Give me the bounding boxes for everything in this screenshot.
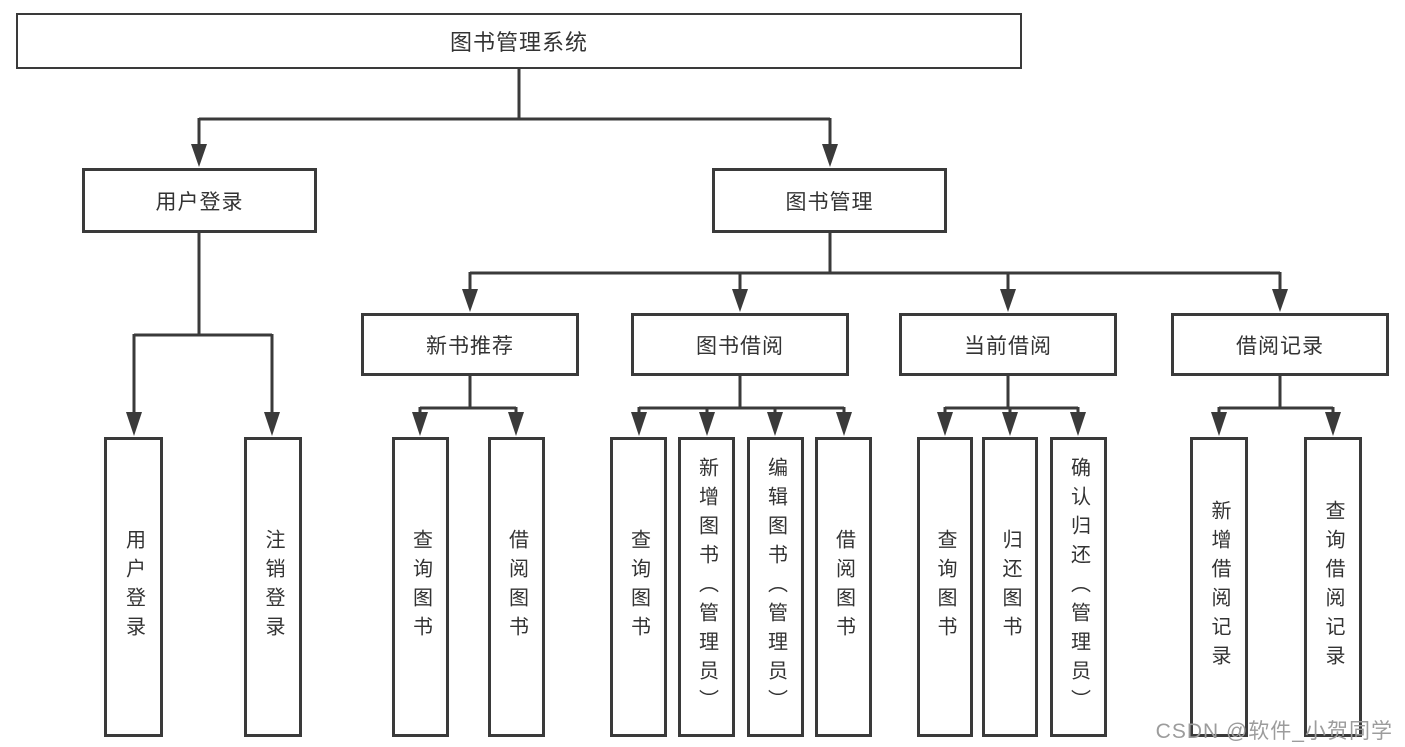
- node-user-login: 用户登录: [82, 168, 317, 233]
- leaf-add-borrow-record: 新增借阅记录: [1190, 437, 1248, 737]
- connector-user-login: [132, 232, 274, 414]
- node-book-borrow-label: 图书借阅: [696, 334, 784, 358]
- node-borrow-record: 借阅记录: [1171, 313, 1389, 376]
- node-borrow-record-label: 借阅记录: [1236, 334, 1324, 358]
- node-current-borrow: 当前借阅: [899, 313, 1117, 376]
- arrowheads-borrow-record: [1211, 412, 1341, 436]
- leaf-newrec-query-book: 查询图书: [392, 437, 449, 737]
- connector-current-borrow: [943, 375, 1080, 414]
- leaf-add-borrow-record-label: 新增借阅记录: [1208, 500, 1230, 674]
- leaf-logout: 注销登录: [244, 437, 302, 737]
- leaf-user-login: 用户登录: [104, 437, 163, 737]
- node-new-book-rec: 新书推荐: [361, 313, 579, 376]
- leaf-return-book: 归还图书: [982, 437, 1038, 737]
- connector-new-book: [418, 375, 518, 414]
- arrowheads-level2: [191, 144, 838, 167]
- leaf-borrow-query-book: 查询图书: [610, 437, 667, 737]
- leaf-current-query-book: 查询图书: [917, 437, 973, 737]
- node-new-book-rec-label: 新书推荐: [426, 334, 514, 358]
- leaf-confirm-return-admin-label: 确认归还（管理员）: [1067, 456, 1090, 718]
- node-book-mgmt-label: 图书管理: [785, 190, 874, 214]
- connector-root: [197, 68, 832, 146]
- connector-borrow-record: [1217, 375, 1335, 414]
- leaf-return-book-label: 归还图书: [999, 529, 1021, 645]
- leaf-query-borrow-record-label: 查询借阅记录: [1322, 500, 1344, 674]
- leaf-borrow-borrow-book: 借阅图书: [815, 437, 872, 737]
- node-root: 图书管理系统: [16, 13, 1022, 69]
- arrowheads-user-login: [126, 412, 280, 436]
- node-user-login-label: 用户登录: [155, 190, 244, 214]
- leaf-borrow-borrow-book-label: 借阅图书: [832, 529, 855, 645]
- arrowheads-book-borrow: [631, 412, 852, 436]
- leaf-add-book-admin-label: 新增图书（管理员）: [695, 456, 718, 718]
- leaf-query-borrow-record: 查询借阅记录: [1304, 437, 1362, 737]
- node-root-label: 图书管理系统: [449, 30, 588, 55]
- leaf-current-query-book-label: 查询图书: [934, 529, 956, 645]
- leaf-newrec-query-book-label: 查询图书: [409, 529, 432, 645]
- node-book-borrow: 图书借阅: [631, 313, 849, 376]
- leaf-user-login-label: 用户登录: [122, 529, 145, 645]
- connector-book-borrow: [637, 375, 846, 414]
- arrowheads-new-book: [412, 412, 524, 436]
- connector-book-mgmt: [468, 232, 1282, 291]
- leaf-logout-label: 注销登录: [262, 529, 284, 645]
- leaf-newrec-borrow-book-label: 借阅图书: [505, 529, 528, 645]
- leaf-add-book-admin: 新增图书（管理员）: [678, 437, 735, 737]
- arrowheads-level3: [462, 289, 1288, 312]
- csdn-watermark: CSDN @软件_小贺同学: [1155, 720, 1393, 743]
- leaf-edit-book-admin-label: 编辑图书（管理员）: [764, 456, 787, 718]
- leaf-confirm-return-admin: 确认归还（管理员）: [1050, 437, 1107, 737]
- arrowheads-current-borrow: [937, 412, 1086, 436]
- node-book-mgmt: 图书管理: [712, 168, 947, 233]
- leaf-edit-book-admin: 编辑图书（管理员）: [747, 437, 804, 737]
- node-current-borrow-label: 当前借阅: [964, 334, 1052, 358]
- leaf-newrec-borrow-book: 借阅图书: [488, 437, 545, 737]
- leaf-borrow-query-book-label: 查询图书: [627, 529, 650, 645]
